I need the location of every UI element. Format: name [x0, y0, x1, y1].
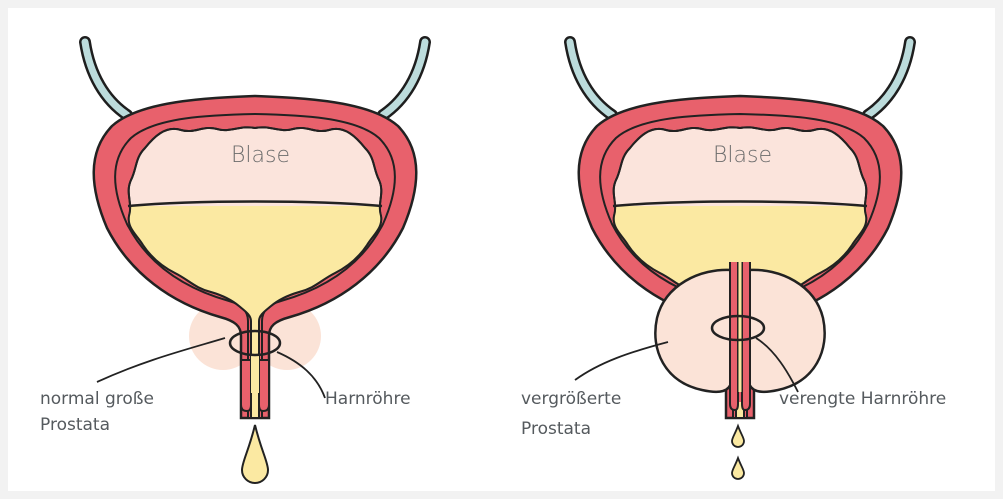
right-prostate-label-line2: Prostata [521, 416, 621, 442]
right-prostate-label-line1: vergrößerte [521, 386, 621, 412]
left-prostate-label-line2: Prostata [40, 412, 154, 438]
right-bladder-label: Blase [713, 143, 772, 168]
left-urethra-label: Harnröhre [325, 386, 411, 412]
right-urethra-label: verengte Harnröhre [779, 386, 946, 412]
right-urethra-outlet [730, 260, 750, 410]
left-prostate-label: normal große Prostata [40, 386, 154, 438]
left-urine-drop [242, 425, 268, 483]
left-prostate-label-line1: normal große [40, 386, 154, 412]
left-bladder-label: Blase [231, 143, 290, 168]
right-prostate-label: vergrößerte Prostata [521, 386, 621, 442]
right-urine-drops [732, 426, 744, 479]
